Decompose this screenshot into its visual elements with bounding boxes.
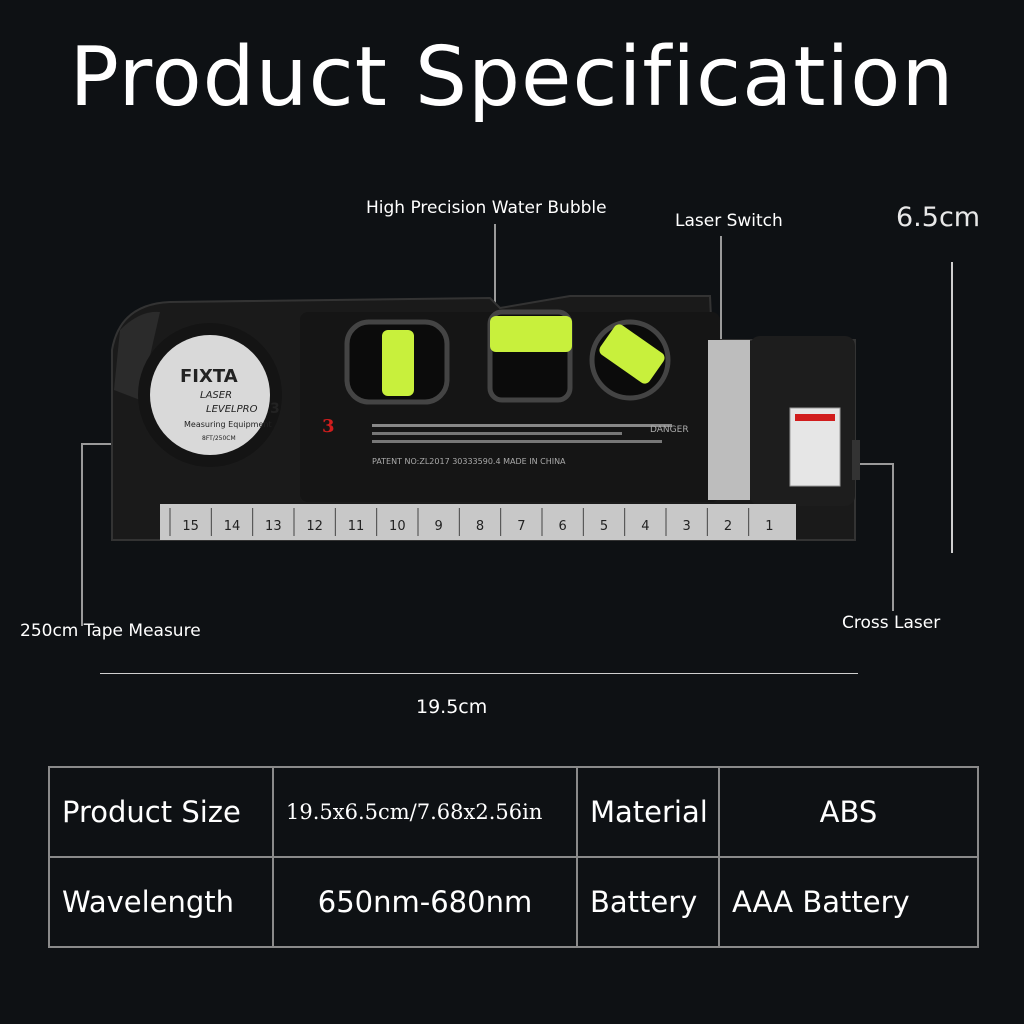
spec-value-product-size: 19.5x6.5cm/7.68x2.56in <box>272 766 578 858</box>
callout-cross-laser: Cross Laser <box>842 613 941 633</box>
laser-warning-label-red <box>795 414 835 421</box>
brand-disk <box>150 335 270 455</box>
brand-tape-spec: 8FT/250CM <box>202 435 236 442</box>
tape-ruler <box>160 504 796 540</box>
spec-label-wavelength: Wavelength <box>48 856 274 948</box>
ruler-number: 9 <box>435 519 443 534</box>
callout-line-tape-measure <box>81 443 83 626</box>
spec-label-product-size: Product Size <box>48 766 274 858</box>
bubble-vial-left <box>382 330 414 396</box>
brand-model: LEVELPRO <box>206 404 258 415</box>
callout-line-cross-laser <box>892 463 894 611</box>
ruler-number: 10 <box>389 519 406 534</box>
callout-line-cross-laser-h <box>855 463 893 465</box>
laser-switch <box>708 340 750 500</box>
bubble-vial-center <box>490 316 572 352</box>
cross-laser-aperture <box>852 440 860 480</box>
page-title: Product Specification <box>69 30 955 125</box>
ruler-number: 11 <box>348 519 365 534</box>
ruler-number: 5 <box>600 519 608 534</box>
ruler-number: 12 <box>306 519 323 534</box>
dimension-width-label: 19.5cm <box>416 696 488 718</box>
brand-name: FIXTA <box>180 366 238 387</box>
ruler-number: 14 <box>224 519 241 534</box>
dimension-height-label: 6.5cm <box>896 202 981 233</box>
ruler-number: 3 <box>683 519 691 534</box>
warning-text-line <box>372 440 662 443</box>
warning-text-line <box>372 424 672 427</box>
side-number: 3 <box>322 416 335 437</box>
spec-value-material: ABS <box>718 766 979 858</box>
callout-line-water-bubble <box>494 224 496 304</box>
ruler-number: 4 <box>641 519 649 534</box>
table-row: Wavelength 650nm-680nm Battery AAA Batte… <box>48 856 979 948</box>
spec-value-wavelength: 650nm-680nm <box>272 856 578 948</box>
spec-label-material: Material <box>576 766 720 858</box>
brand-model-num: 3 <box>270 401 280 417</box>
laser-level-illustration: FIXTA LASER LEVELPRO 3 Measuring Equipme… <box>111 295 860 541</box>
patent-text: PATENT NO:ZL2017 30333590.4 MADE IN CHIN… <box>372 457 566 466</box>
dimension-width-line <box>100 673 858 674</box>
spec-table: Product Size 19.5x6.5cm/7.68x2.56in Mate… <box>48 766 979 948</box>
spec-value-battery: AAA Battery <box>718 856 979 948</box>
table-row: Product Size 19.5x6.5cm/7.68x2.56in Mate… <box>48 766 979 858</box>
brand-line1: LASER <box>200 390 232 401</box>
callout-line-tape-measure-h <box>81 443 121 445</box>
warning-text-line <box>372 432 622 435</box>
ruler-number: 13 <box>265 519 282 534</box>
ruler-number: 15 <box>182 519 199 534</box>
ruler-number: 8 <box>476 519 484 534</box>
callout-laser-switch: Laser Switch <box>675 211 783 231</box>
spec-label-battery: Battery <box>576 856 720 948</box>
ruler-number: 2 <box>724 519 732 534</box>
callout-line-laser-switch <box>720 236 722 339</box>
tape-knob <box>114 311 160 400</box>
ruler-ticks: 15 14 13 12 11 10 9 8 7 6 5 4 3 2 1 <box>169 508 773 536</box>
callout-tape-measure: 250cm Tape Measure <box>20 621 201 641</box>
dimension-height-line <box>951 262 953 553</box>
brand-subtitle: Measuring Equipment <box>184 420 272 429</box>
ruler-number: 1 <box>765 519 773 534</box>
ruler-number: 6 <box>559 519 567 534</box>
ruler-number: 7 <box>517 519 525 534</box>
callout-water-bubble: High Precision Water Bubble <box>366 198 607 218</box>
bubble-vial-right <box>599 324 665 384</box>
danger-label: DANGER <box>650 425 689 435</box>
